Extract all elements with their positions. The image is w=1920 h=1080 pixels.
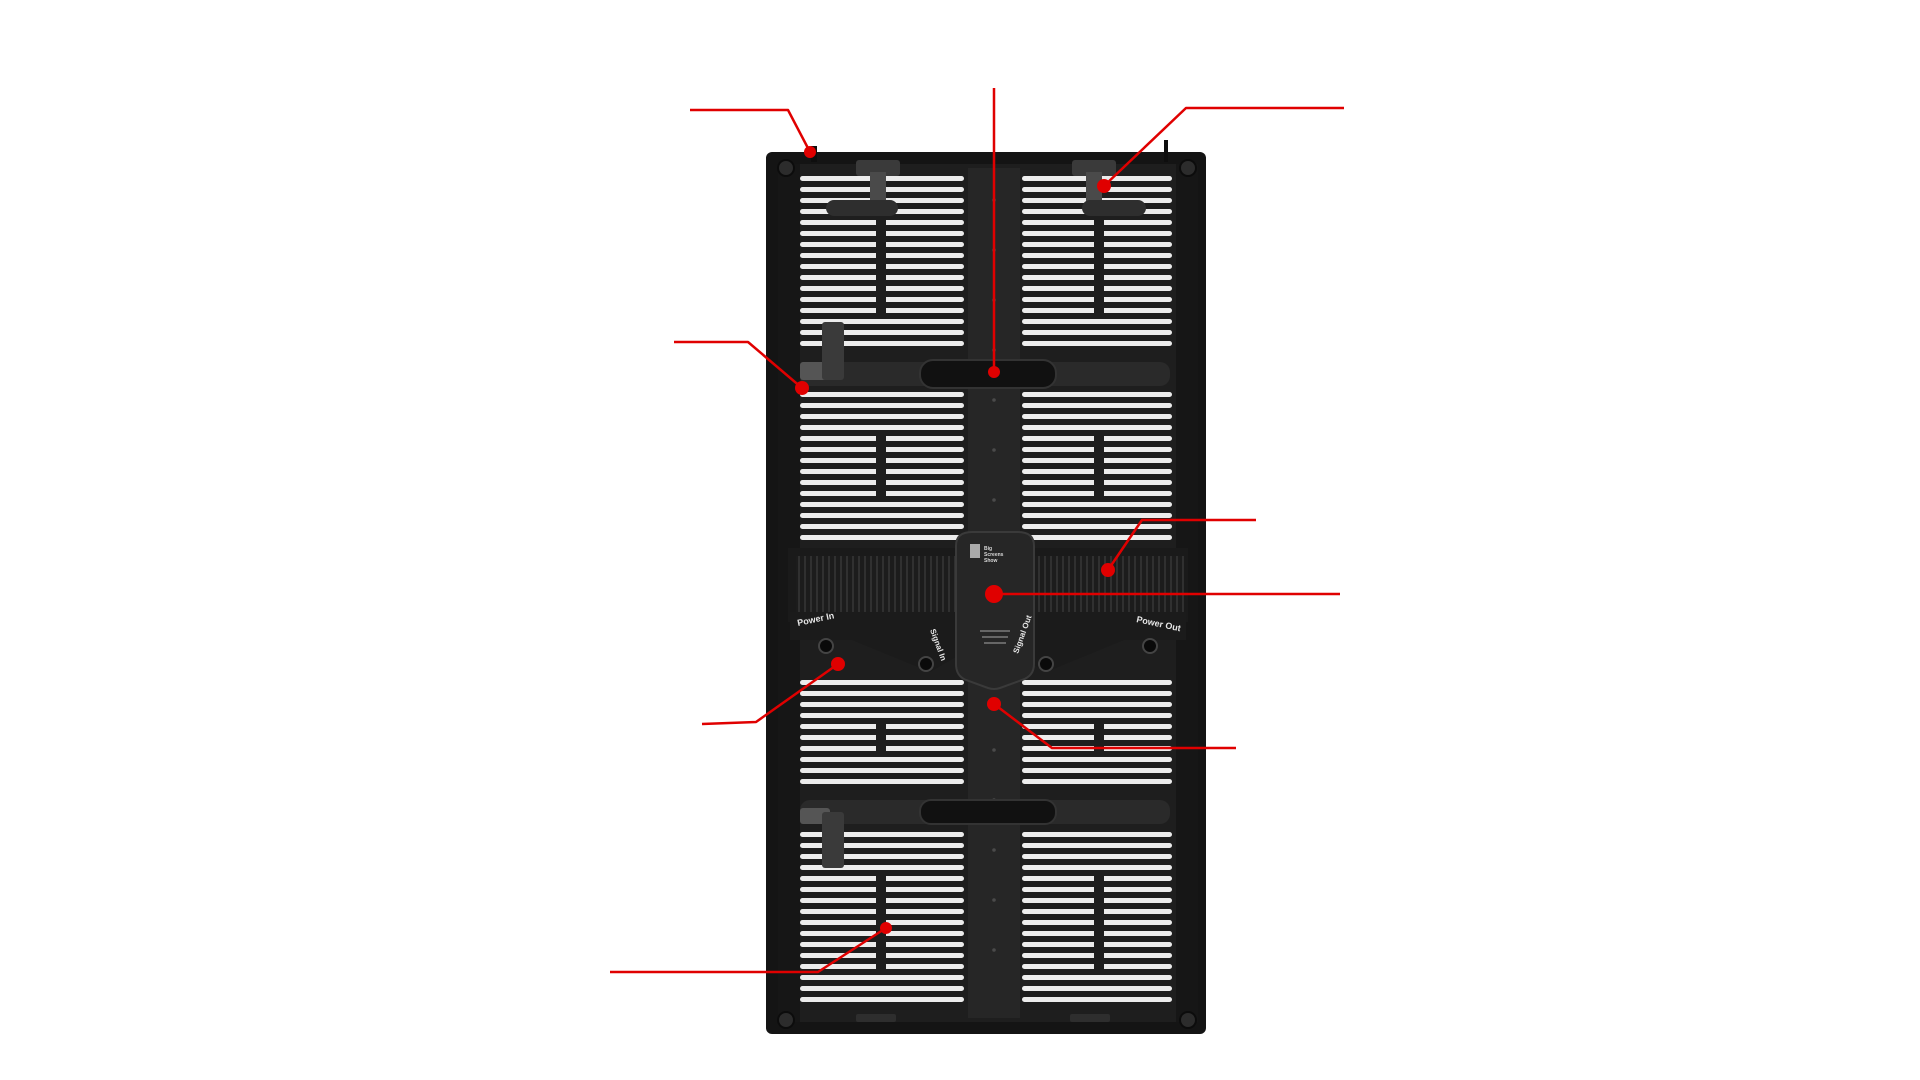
top-right-lock	[1072, 160, 1146, 216]
callout-top-lock	[1097, 106, 1344, 193]
callout-dot	[1097, 179, 1111, 193]
power-out-plug	[1142, 638, 1158, 654]
slot-block	[1022, 680, 1172, 784]
bottom-clips	[856, 1014, 1110, 1022]
logo-line1: Big	[984, 546, 992, 552]
callout-leader-line	[701, 662, 839, 726]
slot-block	[800, 392, 964, 540]
logo-line3: Show	[984, 558, 997, 564]
connector-plugs	[818, 638, 1158, 672]
callout-dot	[880, 922, 892, 934]
callout-dot	[987, 697, 1001, 711]
callout-slot-block	[610, 922, 892, 974]
logo-badge	[970, 544, 980, 558]
callout-leader-line	[1106, 518, 1256, 571]
callout-dot	[1101, 563, 1115, 577]
slot-block	[800, 680, 964, 784]
slot-block	[1022, 392, 1172, 540]
upper-handle	[800, 322, 1170, 389]
callout-leader-line	[1103, 106, 1344, 187]
callout-leader-line	[674, 340, 803, 389]
callout-side-latch	[674, 340, 809, 395]
signal-in-plug	[918, 656, 934, 672]
callout-leader-line	[993, 703, 1236, 750]
callout-center-rail	[988, 88, 1000, 378]
callout-layer	[610, 88, 1344, 974]
signal-out-plug	[1038, 656, 1054, 672]
callout-leader-line	[690, 108, 812, 153]
module-fine-print	[980, 630, 1010, 644]
callout-spine-lower	[987, 697, 1236, 750]
slot-block	[1022, 176, 1172, 346]
logo-line2: Screens	[984, 552, 1004, 558]
corner-bolts	[777, 159, 1197, 1029]
control-module: Big Screens Show	[955, 531, 1035, 690]
callout-dot	[831, 657, 845, 671]
callout-control-module	[985, 585, 1340, 603]
callout-heatsink	[1101, 518, 1256, 577]
top-left-lock	[826, 160, 900, 216]
callout-power-in	[701, 657, 845, 726]
slot-block	[1022, 832, 1172, 1002]
callout-corner-pin	[690, 108, 816, 158]
callout-dot	[795, 381, 809, 395]
power-in-plug	[818, 638, 834, 654]
lower-handle	[800, 799, 1170, 868]
callout-dot	[804, 146, 816, 158]
callout-dot	[988, 366, 1000, 378]
ventilation-slots	[800, 176, 1172, 1002]
callout-dot	[985, 585, 1003, 603]
callout-leader-line	[610, 926, 887, 974]
